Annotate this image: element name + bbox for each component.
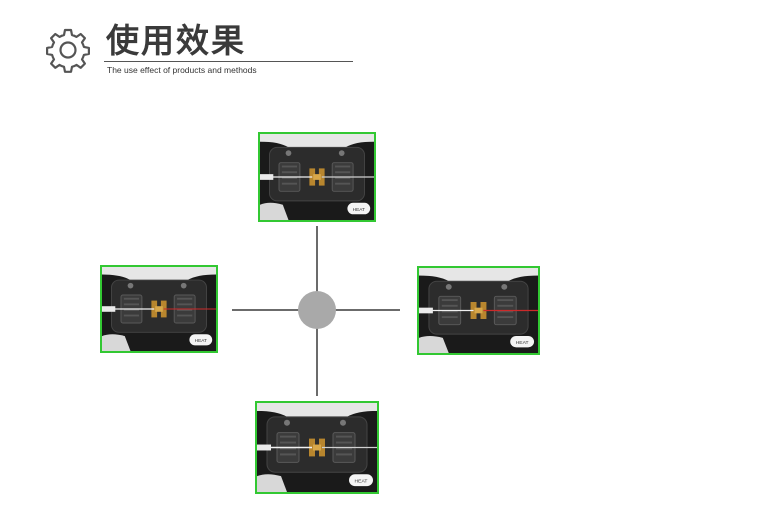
screw-icon [180,282,187,289]
arrow-button [102,334,131,351]
clamp-ridge [336,453,352,456]
fiber-holder [419,307,433,314]
clamp-ridge [497,299,514,302]
clamp-ridge [280,447,296,450]
splicer-photo-top: HEAT [258,132,376,222]
clamp-ridge [177,303,193,306]
photo-top-bezel [419,268,538,282]
clamp-ridge [123,309,140,311]
clamp-ridge [177,314,193,317]
clamp-ridge [497,304,514,307]
v-groove-block [313,174,321,180]
heat-button [510,336,535,348]
screw-icon [284,419,290,426]
heat-button [189,334,213,346]
clamp-ridge [336,435,352,438]
clamp-ridge [497,316,514,319]
arrow-button [257,474,287,492]
clamp-ridge [123,314,140,317]
page-subtitle: The use effect of products and methods [107,65,257,75]
clamp-ridge [123,297,140,300]
fiber-holder [260,174,274,180]
clamp-ridge [335,177,351,179]
clamp-ridge [336,447,352,450]
photo-top-bezel [257,403,377,417]
v-groove-block [155,306,163,312]
clamp-ridge [281,165,298,168]
clamp-ridge [441,310,458,313]
screw-icon [285,150,292,156]
title-divider [104,61,353,62]
center-hub-circle [298,291,336,329]
splicer-photo-right: HEAT [417,266,540,355]
heat-button-label: HEAT [195,338,207,343]
screw-icon [127,282,134,289]
clamp-ridge [177,297,193,300]
fiber-holder [257,444,271,451]
clamp-ridge [280,453,296,456]
v-groove-block [474,307,483,314]
clamp-ridge [441,299,458,302]
arrow-button [260,202,289,220]
screw-icon [338,150,345,156]
arrow-button [419,336,449,353]
heat-button [347,202,371,215]
clamp-ridge [497,310,514,313]
clamp-ridge [441,304,458,307]
clamp-ridge [280,435,296,438]
photo-top-bezel [102,267,216,281]
photo-top-bezel [260,134,374,148]
clamp-ridge [335,165,351,168]
fiber-holder [102,306,116,312]
clamp-ridge [280,441,296,444]
clamp-ridge [281,182,298,185]
gear-icon [44,26,92,74]
v-groove-block [313,444,321,451]
heat-button-label: HEAT [355,479,368,485]
clamp-ridge [281,171,298,174]
clamp-ridge [336,441,352,444]
splicer-photo-left: HEAT [100,265,218,353]
heat-button-label: HEAT [353,207,365,213]
clamp-ridge [335,171,351,174]
heat-button-label: HEAT [516,340,529,346]
screw-icon [445,284,452,290]
heat-button [349,474,373,487]
clamp-ridge [123,303,140,306]
splicer-photo-bottom: HEAT [255,401,379,494]
clamp-ridge [441,316,458,319]
clamp-ridge [335,182,351,185]
screw-icon [501,284,508,290]
clamp-ridge [281,177,298,179]
page-title: 使用效果 [106,21,246,60]
clamp-ridge [177,309,193,311]
screw-icon [340,419,346,426]
